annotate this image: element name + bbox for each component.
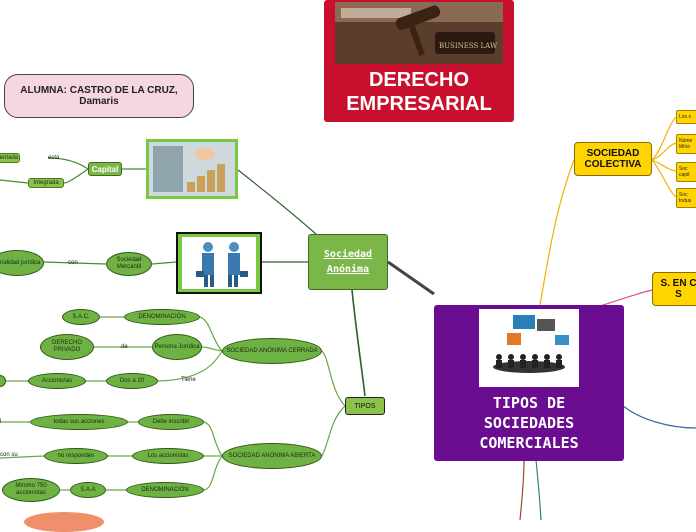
bottom-left-node-partial[interactable]: [24, 512, 104, 532]
colectiva-line2: COLECTIVA: [584, 159, 642, 170]
header-title-line1: DERECHO: [368, 69, 469, 91]
capital-connector: está: [48, 155, 60, 161]
capital-node[interactable]: Capital: [88, 162, 122, 176]
cerrada-persona-juridica[interactable]: Persona Jurídica: [152, 334, 202, 360]
tipos-node[interactable]: TIPOS: [345, 397, 385, 415]
connector-lines: [0, 116, 696, 520]
handshake-icon: [182, 237, 256, 289]
cerrada-tiene-connector: Tiene: [181, 377, 196, 383]
capital-left-top[interactable]: tentada: [0, 153, 20, 163]
team-meeting-icon: [479, 309, 579, 387]
capital-left-bottom[interactable]: Integrada: [28, 178, 64, 188]
sociedad-anonima-node[interactable]: Sociedad Anónima: [308, 234, 388, 290]
sociedad-anonima-cerrada[interactable]: SOCIEDAD ANÓNIMA CERRADA: [222, 338, 322, 364]
coins-hand-icon: [149, 142, 235, 196]
cerrada-accionistas[interactable]: Accionistas: [28, 373, 86, 389]
cerrada-derecho-privado[interactable]: DERECHO PRIVADO: [40, 334, 94, 360]
sociedad-anonima-abierta[interactable]: SOCIEDAD ANÓNIMA ABIERTA: [222, 443, 322, 469]
abierta-denominacion[interactable]: DENOMINACIÓN: [126, 482, 204, 498]
abierta-todas-acciones[interactable]: todas sus acciones: [30, 414, 128, 430]
mercantil-connector: con: [68, 260, 78, 266]
abierta-minimo-750[interactable]: Mínimo 750 accionistas: [2, 478, 60, 502]
link-central-s-en: [599, 289, 653, 307]
sociedad-mercantil-pill[interactable]: Sociedad Mercantil: [106, 252, 152, 276]
header-title-card: BUSINESS LAW DERECHO EMPRESARIAL: [324, 0, 514, 122]
central-node[interactable]: TIPOS DE SOCIEDADES COMERCIALES: [434, 305, 624, 461]
abierta-con-su: con su: [0, 452, 18, 458]
s-en-comandita-node[interactable]: S. EN C S: [652, 272, 696, 306]
gavel-law-icon: BUSINESS LAW: [335, 2, 503, 64]
abierta-los-accionistas[interactable]: Los accionistas: [132, 448, 204, 464]
link-central-bottom-2: [535, 459, 542, 520]
s-en-line1: S. EN C: [660, 278, 696, 289]
link-central-colectiva: [539, 159, 575, 306]
colectiva-item-2[interactable]: Núme Mínir: [676, 134, 696, 154]
link-central-bottom-1: [519, 459, 525, 520]
header-title-line2: EMPRESARIAL: [346, 93, 492, 115]
colectiva-line1: SOCIEDAD: [586, 148, 640, 159]
svg-text:BUSINESS LAW: BUSINESS LAW: [439, 42, 498, 50]
colectiva-item-3[interactable]: Soc capit: [676, 162, 696, 182]
sociedad-anonima-line2: Anónima: [326, 264, 370, 275]
author-line1: ALUMNA: CASTRO DE LA CRUZ,: [20, 85, 178, 96]
abierta-saa[interactable]: S.A.A: [70, 482, 106, 498]
personalidad-juridica-pill[interactable]: sonalidad jurídica: [0, 250, 44, 276]
cerrada-denominacion[interactable]: DENOMINACIÓN: [124, 309, 200, 325]
author-line2: Damaris: [79, 96, 119, 107]
colectiva-item-4[interactable]: Soc Indus: [676, 188, 696, 208]
s-en-line2: S: [675, 289, 682, 300]
link-anonima-central: [387, 260, 435, 296]
sociedad-anonima-line1: Sociedad: [323, 249, 373, 260]
central-line1: TIPOS DE: [492, 394, 566, 412]
link-anonima-capital-img: [237, 169, 317, 235]
central-line2: SOCIEDADES: [483, 414, 575, 432]
link-anonima-tipos: [351, 289, 366, 397]
abierta-left-stub-1: l: [0, 419, 2, 425]
cerrada-sac[interactable]: S.A.C.: [62, 309, 100, 325]
cerrada-de-connector: de: [121, 344, 128, 350]
author-node[interactable]: ALUMNA: CASTRO DE LA CRUZ, Damaris: [4, 74, 194, 118]
business-people-image: [176, 232, 262, 294]
cerrada-dos-a-20[interactable]: Dos a 20: [106, 373, 158, 389]
capital-image: [146, 139, 238, 199]
central-line3: COMERCIALES: [479, 434, 579, 452]
sociedad-colectiva-node[interactable]: SOCIEDAD COLECTIVA: [574, 142, 652, 176]
link-central-right: [621, 404, 696, 429]
colectiva-item-1[interactable]: Los s: [676, 110, 696, 124]
abierta-debe-inscribir[interactable]: Debe inscribir: [138, 414, 204, 430]
abierta-no-responden[interactable]: no responden: [44, 448, 108, 464]
